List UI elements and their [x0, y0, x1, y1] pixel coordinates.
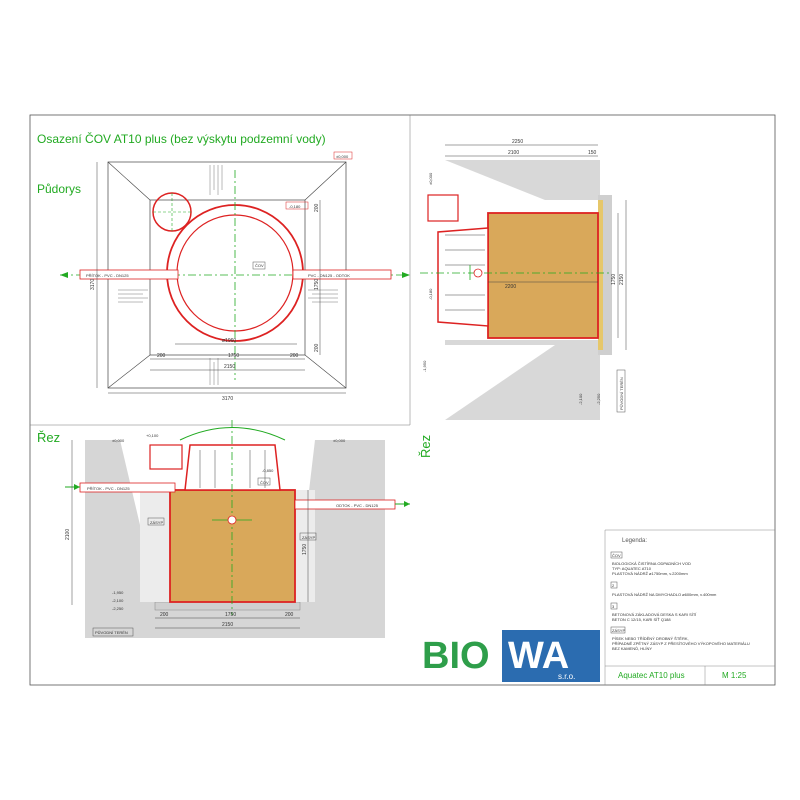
- plan-dim-200-b: 200: [290, 353, 299, 359]
- legend: Legenda: ČOV BIOLOGICKÁ ČISTÍRNA ODPADNÍ…: [610, 538, 750, 651]
- right-terrain-tag: PŮVODNÍ TERÉN: [619, 377, 624, 410]
- plan-dim-2150: 2150: [224, 364, 235, 370]
- left-level-2: -0,850: [262, 468, 274, 473]
- left-tag-2: ČOV: [260, 480, 269, 485]
- plan-inlet-pipe: [79, 269, 179, 280]
- plan-dim-3170: 3170: [222, 396, 233, 402]
- left-level-0b: ±0,000: [333, 438, 346, 443]
- left-tank-body: [169, 489, 296, 603]
- titleblock-scale: M 1:25: [722, 671, 747, 680]
- plan-dim-right-200-b: 200: [314, 343, 320, 352]
- left-soil-right: [295, 440, 385, 610]
- plan-top-level: ±0,000: [336, 154, 349, 159]
- left-backfill-left: [140, 490, 170, 602]
- left-dim-height: 2100: [65, 529, 71, 540]
- plan-outlet-pipe: [292, 269, 392, 280]
- legend-item-1-line-0: PLASTOVÁ NÁDRŽ NA DMYCHADLO ø600mm, v.40…: [612, 592, 717, 597]
- left-dim-1750-v: 1750: [302, 544, 308, 555]
- left-dim-200-b: 200: [285, 612, 294, 618]
- left-tank-neck: [184, 444, 281, 491]
- section-label-left: Řez: [37, 430, 60, 445]
- right-dim-2200: 2200: [505, 284, 516, 290]
- left-soil-base: [85, 608, 385, 638]
- left-dim-2150: 2150: [222, 622, 233, 628]
- logo-box: [502, 630, 600, 682]
- right-level-1: -0,180: [428, 288, 433, 300]
- plan-pipe-left-label: PŘÍTOK - PVC - DN125: [86, 273, 129, 278]
- drawing-title: Osazení ČOV AT10 plus (bez výskytu podze…: [37, 131, 326, 146]
- plan-dim-diameter: ø1960: [222, 338, 236, 344]
- plan-tank-tag: ČOV: [255, 263, 264, 268]
- legend-tag-3: ZÁSYP: [612, 628, 625, 633]
- legend-item-3-line-2: BEZ KAMENŮ, HLÍNY: [612, 646, 652, 651]
- left-dim-1750: 1750: [225, 612, 236, 618]
- left-pipe-right-label: ODTOK - PVC - DN125: [336, 503, 379, 508]
- legend-tag-2: 3: [612, 604, 615, 609]
- legend-tag-0: ČOV: [612, 553, 621, 558]
- right-tank-neck: [437, 227, 489, 327]
- legend-item-3-line-0: PÍSEK NEBO TŘÍDĚNÝ DROBNÝ ŠTĚRK,: [612, 636, 689, 641]
- right-tank-body: [487, 212, 599, 339]
- legend-item-0-line-1: TYP: AQUATEC AT10: [612, 566, 652, 571]
- left-level-0: ±0,000: [112, 438, 125, 443]
- plan-pipe-right-label: PVC - DN125 - ODTOK: [308, 273, 350, 278]
- left-level-4: -2,100: [112, 598, 124, 603]
- plan-dim-200-a: 200: [157, 353, 166, 359]
- left-level-5: -2,250: [112, 606, 124, 611]
- plan-dim-1750: 1750: [228, 353, 239, 359]
- plan-label: Půdorys: [37, 182, 81, 196]
- right-dim-150: 150: [588, 150, 597, 156]
- right-level-3: -2,100: [578, 393, 583, 405]
- left-concrete-slab: [154, 601, 301, 611]
- logo-bio: BIO: [422, 635, 490, 677]
- title-block: BIO WA s.r.o. Aquatec AT10 plus M 1:25: [422, 529, 775, 685]
- titleblock-product: Aquatec AT10 plus: [618, 671, 685, 680]
- plan-level-tag: -0,180: [289, 204, 301, 209]
- left-level-3: -1,950: [112, 590, 124, 595]
- legend-item-2-line-0: BETONOVÁ ZÁKLADOVÁ DESKA S KARI SÍTÍ: [612, 612, 697, 617]
- right-dim-1750: 1750: [611, 274, 617, 285]
- left-level-1: +0,100: [146, 433, 159, 438]
- right-level-4: -2,250: [596, 393, 601, 405]
- logo-sub: s.r.o.: [558, 672, 575, 681]
- logo-wa: WA: [508, 635, 569, 677]
- plan-dim-side-3170: 3170: [90, 279, 96, 290]
- legend-item-3-line-1: PŘÍPADNĚ ZPĚTNÝ ZÁSYP Z PŘESÍTOVÉHO VÝKO…: [612, 641, 750, 646]
- section-label-right: Řez: [418, 435, 433, 458]
- left-pipe-left-label: PŘÍTOK - PVC - DN125: [87, 486, 130, 491]
- right-blower-tank: [427, 194, 459, 222]
- plan-view: PŘÍTOK - PVC - DN125 PVC - DN125 - ODTOK…: [60, 151, 410, 402]
- left-backfill-right: [295, 490, 315, 602]
- left-terrain-tag: PŮVODNÍ TERÉN: [95, 630, 128, 635]
- right-dim-2250: 2250: [512, 139, 523, 145]
- left-tag-1: ZÁSYP: [302, 535, 315, 540]
- legend-title: Legenda:: [622, 538, 647, 544]
- left-section: PŘÍTOK - PVC - DN125 ODTOK - PVC - DN125…: [65, 420, 410, 638]
- right-ground-band: [598, 200, 603, 350]
- left-dim-200-a: 200: [160, 612, 169, 618]
- right-section: 2250 2100 150 2200 1750 2150 ±0,000 -0,1…: [420, 139, 627, 420]
- plan-dim-right-1750: 1750: [314, 279, 320, 290]
- legend-tag-1: 2: [612, 583, 615, 588]
- legend-item-0-line-2: PLASTOVÁ NÁDRŽ ø1750mm, v.2200mm: [612, 571, 688, 576]
- right-dim-2100: 2100: [508, 150, 519, 156]
- left-blower-tank: [149, 444, 183, 470]
- right-level-2: -1,950: [422, 360, 427, 372]
- right-level-0: ±0,000: [428, 172, 433, 185]
- left-tag-0: ZÁSYP: [150, 520, 163, 525]
- right-dim-2150: 2150: [619, 274, 625, 285]
- legend-item-2-line-1: BETON C 12/15, KARI SÍŤ Q188: [612, 617, 671, 622]
- plan-dim-right-200-a: 200: [314, 203, 320, 212]
- legend-item-0-line-0: BIOLOGICKÁ ČISTÍRNA ODPADNÍCH VOD: [612, 561, 691, 566]
